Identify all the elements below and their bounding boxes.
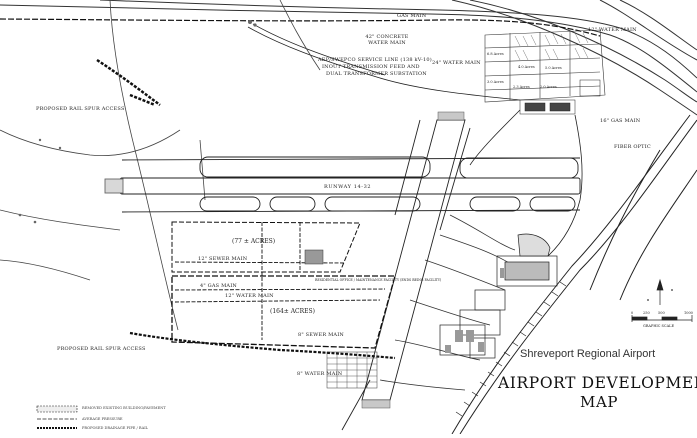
map-title-line2: MAP (580, 393, 619, 411)
parcel-77-acres (171, 221, 361, 273)
legend-symbols (36, 405, 78, 429)
legend-item: PROPOSED DRAINAGE PIPE / RAIL (82, 426, 149, 430)
label-concrete-water-main: 42" CONCRETE WATER MAIN (365, 34, 409, 46)
label-swepco-line3: DUAL TRANSFORMER SUBSTATION (326, 71, 427, 77)
county-roads (0, 0, 321, 331)
scale-tick-0: 0 (631, 311, 634, 315)
label-gas-main-4: 4" GAS MAIN (200, 283, 237, 289)
legend-item: REMOVED EXISTING BUILDING/PAVEMENT (82, 406, 166, 410)
parking-label: 4.0 Acres (518, 65, 535, 69)
runway-ends (361, 111, 465, 409)
label-facility-note: RESIDENTIAL OFFICE / MAINTENANCE FACILIT… (315, 278, 442, 282)
legend-item: AVERAGE PRESSURE (82, 417, 123, 421)
label-graphic-scale: GRAPHIC SCALE (643, 324, 675, 328)
parking-label: 2.0 Acres (540, 85, 557, 89)
label-water-main-24: 24" WATER MAIN (432, 60, 481, 66)
label-rail-spur-bottom: PROPOSED RAIL SPUR ACCESS (57, 346, 146, 352)
airport-name: Shreveport Regional Airport (520, 348, 656, 360)
tree-clusters (18, 20, 673, 301)
terminal-complex (439, 233, 558, 359)
scale-tick-500: 500 (658, 311, 665, 315)
interstate-highway (0, 0, 697, 116)
label-sewer-main-8: 8" SEWER MAIN (298, 332, 344, 338)
label-swepco: AEP/SWEPCO SERVICE LINE (138 kV-10) (318, 57, 432, 63)
rail-spur-top (96, 58, 161, 107)
label-water-main-12-top: 12" WATER MAIN (588, 27, 637, 33)
label-acres-164: (164± ACRES) (270, 308, 315, 315)
label-swepco-line2: INOUT TRANSMISSION FEED AND (322, 64, 420, 70)
label-gas-main-16: 16" GAS MAIN (600, 118, 641, 124)
rail-spur-bottom (129, 331, 396, 360)
label-acres-77: (77 ± ACRES) (232, 238, 276, 245)
scale-tick-250: 250 (643, 311, 650, 315)
graphic-scale (631, 278, 693, 322)
runway-14-32 (104, 156, 581, 213)
industrial-grid (327, 352, 377, 388)
label-runway: RUNWAY 14-32 (324, 184, 372, 190)
access-road-north (469, 109, 583, 257)
terminal-detail (445, 268, 504, 353)
parking-label: 5.0 Acres (545, 66, 562, 70)
label-rail-spur-top: PROPOSED RAIL SPUR ACCESS (36, 106, 125, 112)
map-title: AIRPORT DEVELOPMENT (498, 374, 697, 392)
label-water-main-12-mid: 12" WATER MAIN (225, 293, 274, 299)
taxiways (379, 214, 521, 391)
north-parking (484, 29, 606, 103)
north-terminal-bldg (519, 79, 601, 115)
east-road-rail (451, 114, 697, 435)
label-fiber-optic: FIBER OPTIC (614, 144, 651, 150)
scale-tick-1000: 1000 (684, 311, 693, 315)
parking-label: 2.3 Acres (513, 85, 530, 89)
transmission-line (247, 23, 521, 101)
gas-main-top-line (0, 18, 601, 37)
label-gas-main-top: GAS MAIN (397, 13, 427, 19)
parking-label: 3.0 Acres (487, 80, 504, 84)
parking-hatch (514, 32, 589, 61)
label-water-main-8: 8" WATER MAIN (297, 371, 343, 377)
parking-label: 6.8 Acres (487, 52, 504, 56)
utility-mains (174, 222, 386, 340)
parcel-164-acres (171, 275, 396, 349)
rail-hatch (455, 281, 567, 417)
label-sewer-main-12: 12" SEWER MAIN (198, 256, 248, 262)
